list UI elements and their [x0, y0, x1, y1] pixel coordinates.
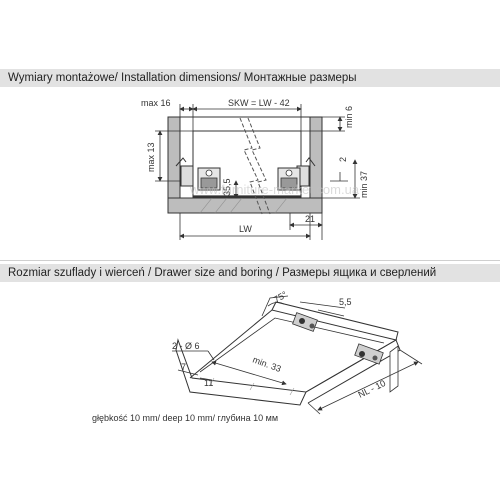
- dim-11: 11: [204, 378, 213, 388]
- section-divider: [0, 260, 500, 261]
- dim-5-5: 5,5: [339, 297, 352, 307]
- drawer-isometric: [175, 301, 401, 406]
- dim-35-5: 35,5: [222, 178, 232, 196]
- dim-bore: 2 - Ø 6: [172, 341, 200, 351]
- installation-dimensions-header: Wymiary montażowe/ Installation dimensio…: [0, 69, 500, 87]
- dim-nl: NL - 10: [356, 378, 387, 400]
- dim-21: 21: [305, 214, 315, 224]
- dim-2: 2: [338, 157, 348, 162]
- left-runner: [175, 157, 221, 191]
- rear-fitting-right: [354, 343, 384, 365]
- watermark: www.furniture-market.com.ua: [189, 182, 360, 197]
- drawer-box: [192, 130, 302, 198]
- dim-skw: SKW = LW - 42: [228, 98, 290, 108]
- dim-min6: min 6: [344, 106, 354, 128]
- dim-75deg: 75°: [272, 289, 289, 305]
- dim-min37: min 37: [359, 171, 369, 198]
- dim-max13: max 13: [146, 142, 156, 172]
- depth-note: głębkość 10 mm/ deep 10 mm/ глубина 10 м…: [92, 413, 278, 423]
- dim-min33: min. 33: [251, 354, 282, 373]
- dim-max16: max 16: [141, 98, 171, 108]
- bottom-panel: [167, 197, 323, 214]
- rear-fitting-left: [292, 312, 318, 332]
- drawer-size-header: Rozmiar szuflady i wierceń / Drawer size…: [0, 264, 500, 282]
- dim-7: 7: [181, 362, 186, 372]
- dim-lw: LW: [239, 224, 252, 234]
- cabinet-cross-section: [167, 116, 323, 215]
- right-runner: [277, 157, 316, 191]
